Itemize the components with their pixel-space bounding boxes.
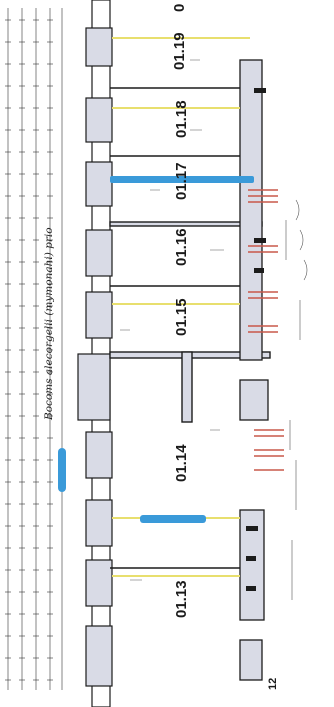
partial-room-bottom: 12 xyxy=(267,678,279,690)
annotation-marks xyxy=(120,59,308,600)
core-details xyxy=(246,88,266,591)
room-labels: 01.13 01.14 01.15 01.16 01.17 01.18 01.19 xyxy=(171,32,190,618)
dimension-ticks xyxy=(5,19,53,681)
room-label-01-18: 01.18 xyxy=(173,100,190,138)
dimension-lines xyxy=(7,8,63,690)
handwritten-note: Bocoms alecorgelii (mymonahi) prio xyxy=(43,227,55,421)
exterior-wall xyxy=(77,0,113,707)
room-label-01-16: 01.16 xyxy=(173,228,190,266)
room-label-01-17: 01.17 xyxy=(173,162,190,200)
room-label-01-13: 01.13 xyxy=(173,580,190,618)
partition-walls xyxy=(109,87,271,569)
room-label-01-19: 01.19 xyxy=(171,32,188,70)
blue-highlights xyxy=(58,176,254,523)
room-label-01-14: 01.14 xyxy=(173,444,190,482)
room-label-01-15: 01.15 xyxy=(173,298,190,336)
partial-room-top: 0 xyxy=(171,4,188,12)
radiator-hatching xyxy=(248,189,284,471)
